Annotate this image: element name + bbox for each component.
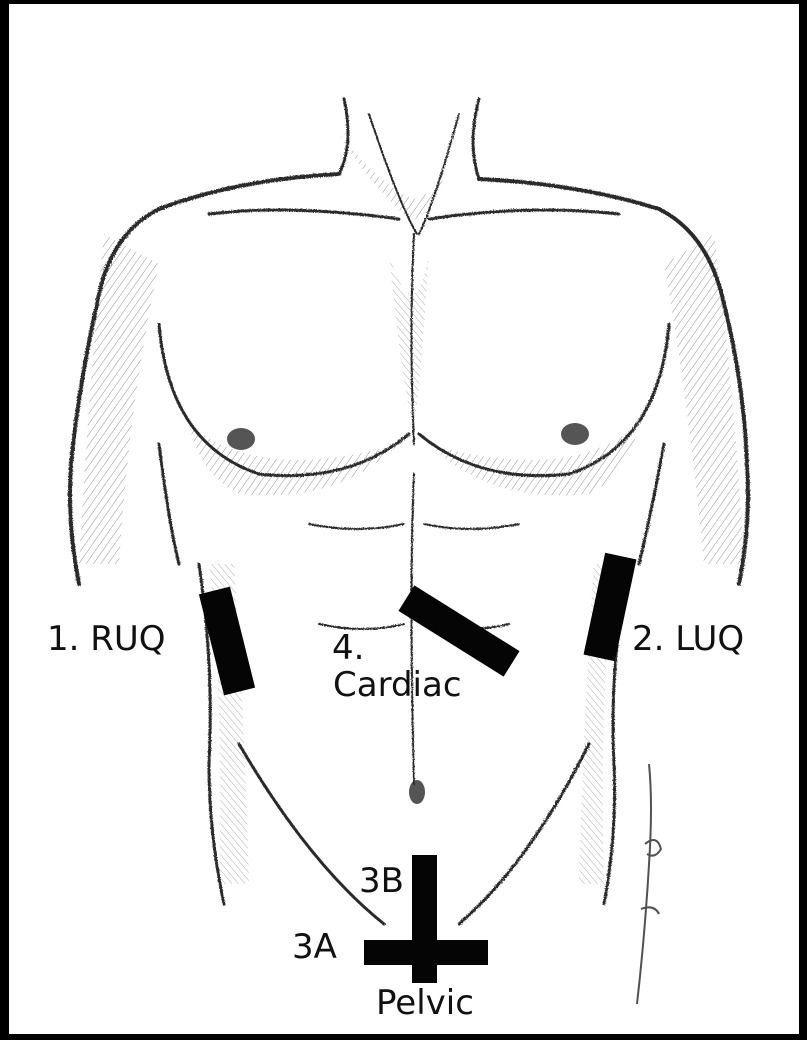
left-nipple	[561, 423, 589, 445]
label-cardiac-number: 4.	[332, 631, 364, 665]
label-3a: 3A	[292, 930, 337, 964]
right-nipple	[227, 428, 255, 450]
label-pelvic: Pelvic	[376, 986, 474, 1020]
label-3b: 3B	[359, 864, 404, 898]
torso-outline	[70, 99, 748, 924]
label-cardiac: Cardiac	[333, 668, 462, 702]
artist-signature	[637, 764, 661, 1004]
probe-markers	[199, 553, 637, 983]
torso-sketch	[9, 4, 799, 1034]
label-ruq: 1. RUQ	[47, 622, 166, 656]
torso-shading	[79, 134, 744, 884]
illustration-frame: 1. RUQ 2. LUQ 4. Cardiac 3B 3A Pelvic	[9, 4, 799, 1034]
probe-cardiac	[398, 585, 519, 676]
navel	[409, 780, 425, 804]
label-luq: 2. LUQ	[632, 622, 744, 656]
probe-3a	[364, 940, 488, 965]
